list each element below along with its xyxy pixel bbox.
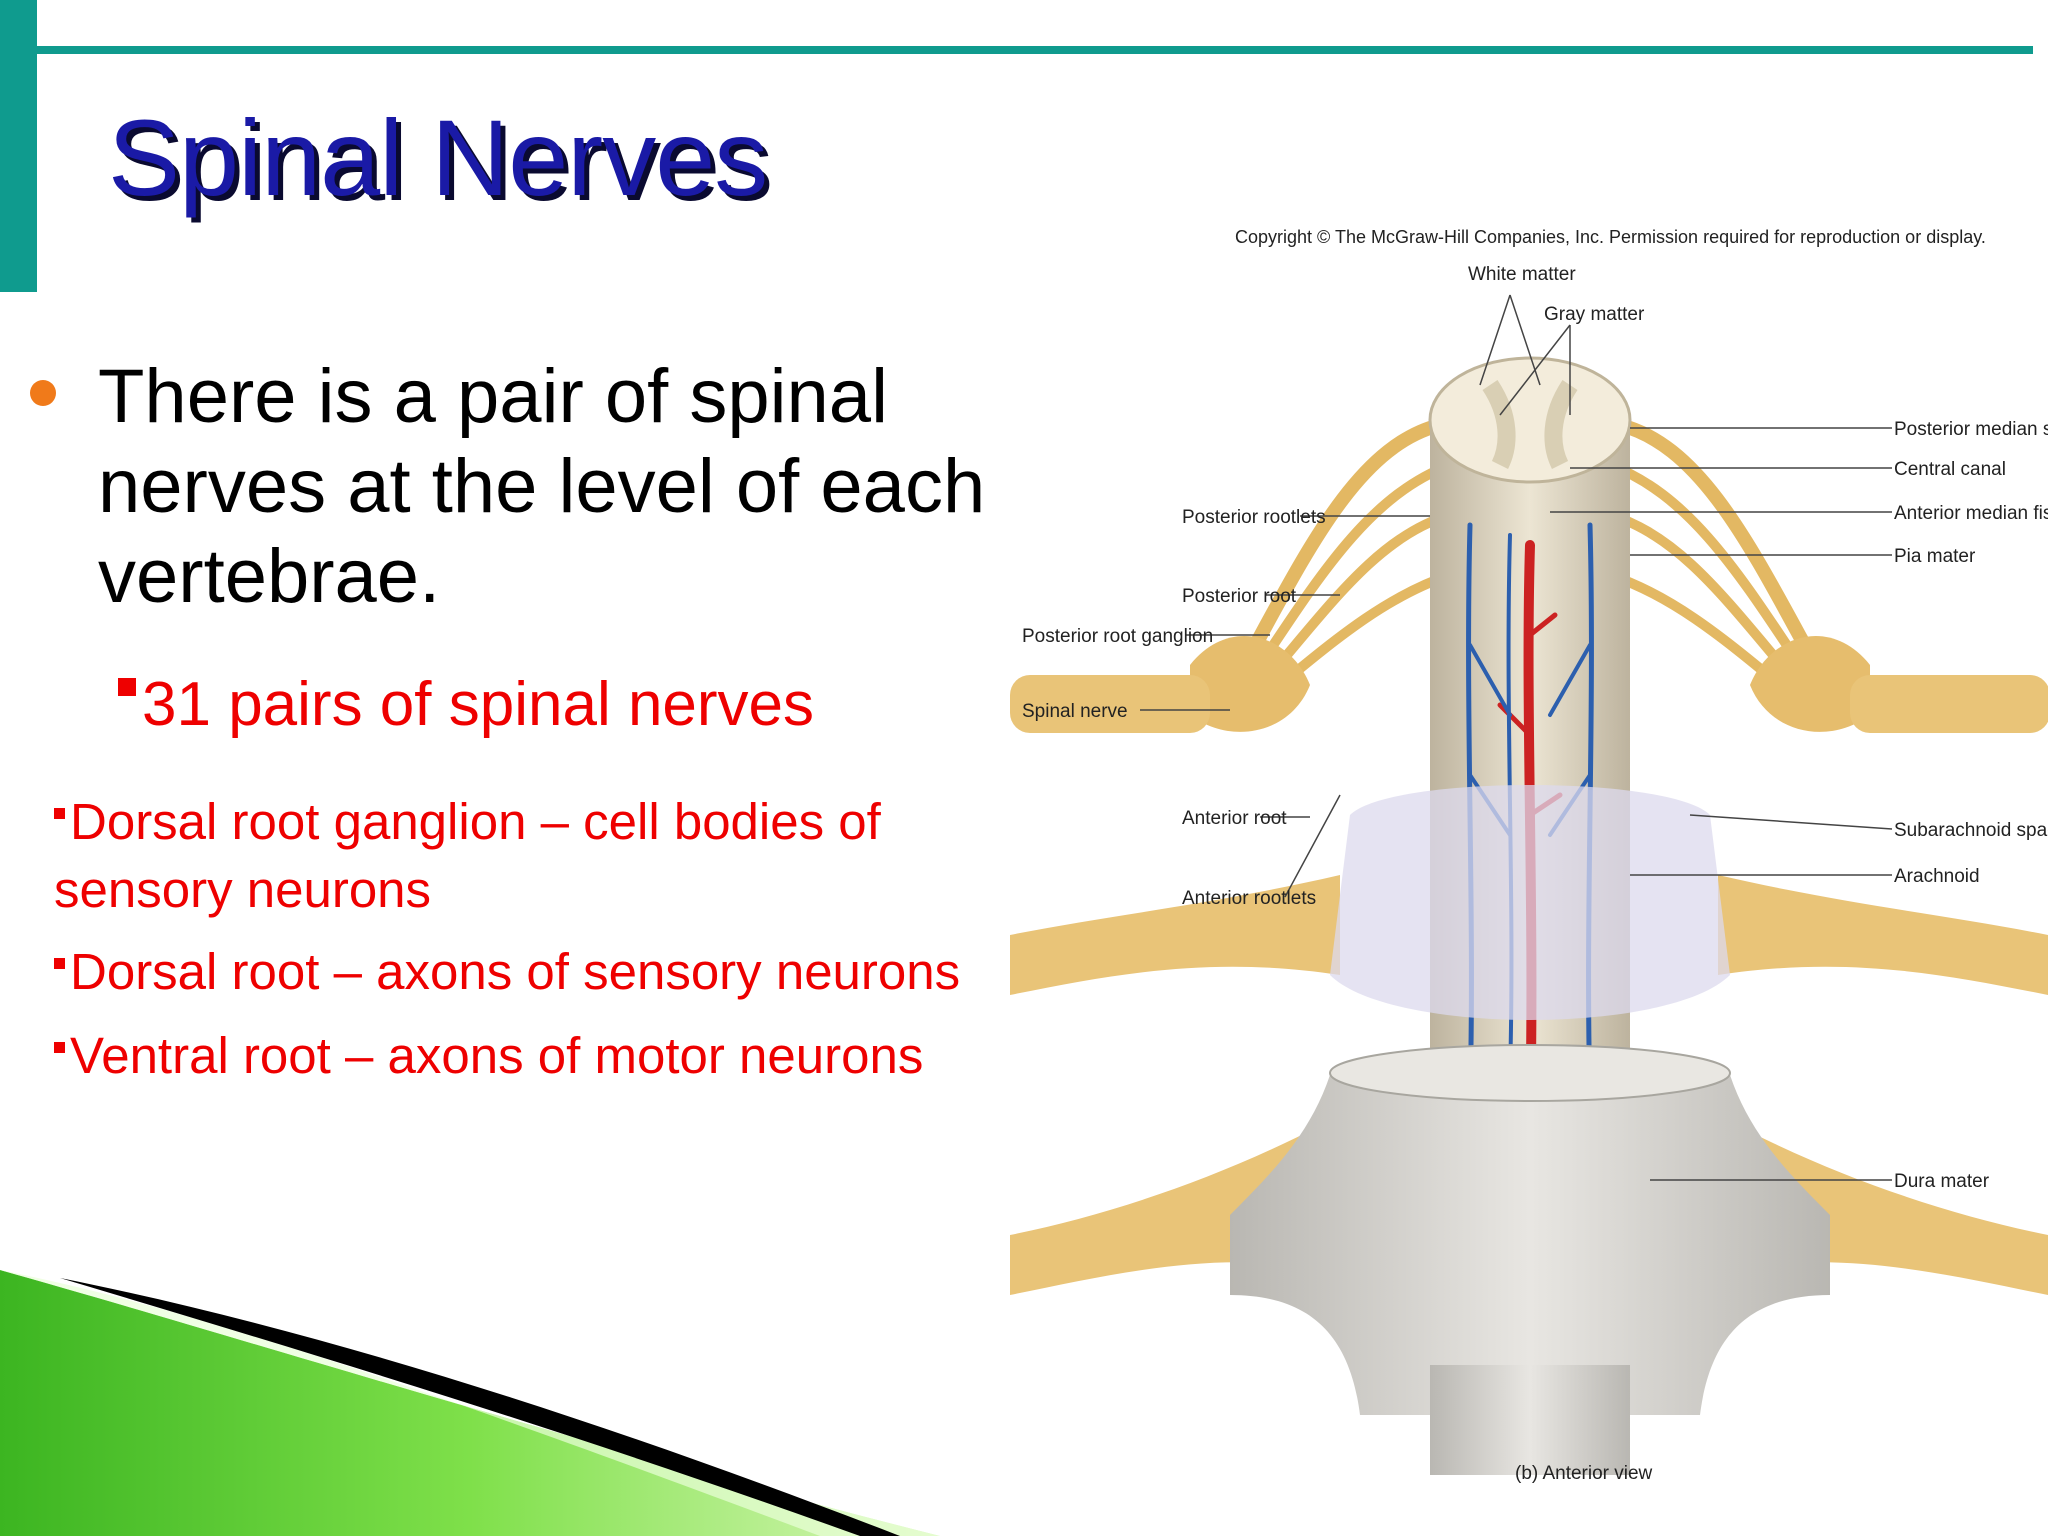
sub-bullet: 31 pairs of spinal nerves <box>118 668 814 742</box>
detail-list: Dorsal root ganglion – cell bodies of se… <box>54 788 1024 1090</box>
detail-text: Dorsal root – axons of sensory neurons <box>70 943 961 1000</box>
leader-lines <box>1140 294 1893 1181</box>
square-bullet-icon <box>54 958 65 969</box>
bullet-dot-icon <box>30 380 56 406</box>
label-gray-matter: Gray matter <box>1544 304 1645 325</box>
label-posterior-root: Posterior root <box>1182 586 1297 607</box>
dura-mater-layer <box>1230 1060 1830 1415</box>
detail-item: Dorsal root ganglion – cell bodies of se… <box>54 788 1024 924</box>
upper-nerve-pair <box>1243 418 1817 690</box>
spinal-nerve-left-upper <box>1010 636 1310 733</box>
spinal-cord-illustration: Copyright © The McGraw-Hill Companies, I… <box>1010 227 2048 1484</box>
figure-caption: (b) Anterior view <box>1515 1463 1653 1484</box>
detail-text: Ventral root – axons of motor neurons <box>70 1027 924 1084</box>
label-dura-mater: Dura mater <box>1894 1171 1990 1192</box>
detail-item: Dorsal root – axons of sensory neurons <box>54 938 1024 1006</box>
square-bullet-icon <box>118 677 136 696</box>
label-spinal-nerve: Spinal nerve <box>1022 701 1128 722</box>
arachnoid-layer <box>1330 785 1730 1020</box>
label-pia-mater: Pia mater <box>1894 546 1976 567</box>
accent-left-bar <box>0 0 37 292</box>
main-bullet-text: There is a pair of spinal nerves at the … <box>98 354 986 619</box>
detail-item: Ventral root – axons of motor neurons <box>54 1022 1024 1090</box>
label-arachnoid: Arachnoid <box>1894 866 1980 887</box>
middle-nerve-pair <box>1010 875 2048 995</box>
label-posterior-rootlets: Posterior rootlets <box>1182 507 1326 528</box>
label-posterior-root-ganglion: Posterior root ganglion <box>1022 626 1213 647</box>
label-anterior-median-fissure: Anterior median fissure <box>1894 503 2048 524</box>
sub-bullet-text: 31 pairs of spinal nerves <box>142 670 815 739</box>
label-anterior-root: Anterior root <box>1182 808 1287 829</box>
spinal-nerve-right-upper <box>1750 636 2048 733</box>
slide-title: Spinal Nerves <box>108 97 768 218</box>
label-posterior-median-sulcus: Posterior median sulcus <box>1894 419 2048 440</box>
figure-copyright: Copyright © The McGraw-Hill Companies, I… <box>1235 227 1986 247</box>
green-swoosh-decoration <box>0 1270 940 1536</box>
square-bullet-icon <box>54 808 65 819</box>
square-bullet-icon <box>54 1042 65 1053</box>
label-anterior-rootlets: Anterior rootlets <box>1182 888 1316 909</box>
label-central-canal: Central canal <box>1894 459 2006 480</box>
cord-cross-section <box>1428 356 1632 484</box>
label-white-matter: White matter <box>1468 264 1576 285</box>
detail-text: Dorsal root ganglion – cell bodies of se… <box>54 793 881 918</box>
label-subarachnoid-space: Subarachnoid space <box>1894 820 2048 841</box>
accent-top-line <box>37 46 2033 54</box>
